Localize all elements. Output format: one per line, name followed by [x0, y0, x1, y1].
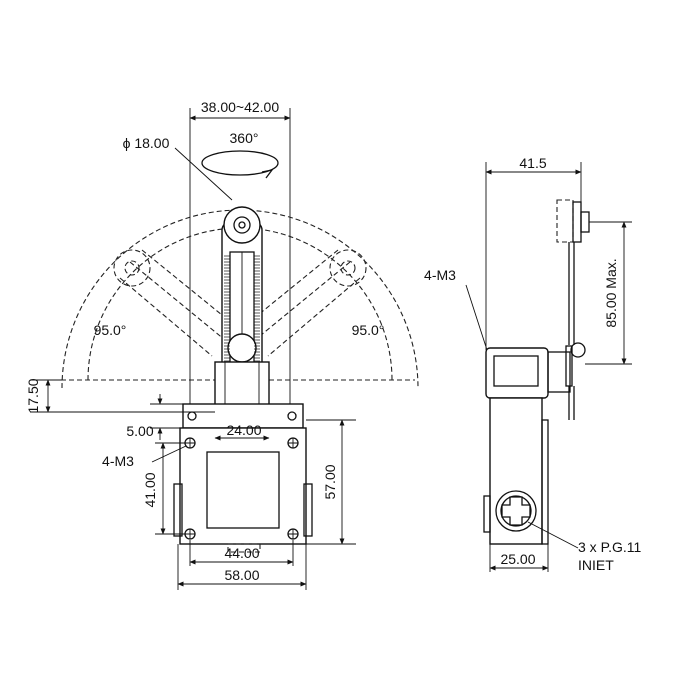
label-hole-spacing: 44.00: [224, 545, 259, 561]
switch-window: [206, 451, 280, 529]
lever-arm: [221, 206, 263, 403]
cable-gland: [495, 490, 537, 532]
label-roller-diameter: ϕ 18.00: [123, 135, 170, 151]
label-screw-side: 4-M3: [424, 267, 456, 283]
front-view: 38.00~42.00 360° ϕ 18.00 95.0° 95.0° 17.…: [25, 99, 419, 590]
mounting-flange: [182, 403, 304, 429]
label-body-width: 58.00: [224, 567, 259, 583]
side-view: 41.5 85.00 Max. 4-M3: [424, 155, 641, 573]
roller-ghost: [556, 199, 574, 243]
right-lever-ghost: [241, 249, 367, 357]
label-hole-height: 41.00: [142, 472, 158, 507]
rotation-arrow: [201, 150, 279, 176]
label-swing-left: 95.0°: [94, 322, 127, 338]
diameter-leader: [174, 147, 233, 201]
screw-hole-tl: [184, 437, 196, 449]
label-body-height: 57.00: [322, 464, 338, 499]
switch-body: [179, 427, 307, 545]
screw-hole-bl: [184, 528, 196, 540]
conduit-leader: [527, 521, 579, 549]
label-body-depth: 25.00: [500, 551, 535, 567]
swing-arc-outer: [61, 209, 419, 389]
swing-arc-inner: [87, 227, 393, 381]
label-conduit: 3 x P.G.11: [578, 539, 642, 555]
label-swing-right: 95.0°: [352, 322, 385, 338]
label-rotation: 360°: [230, 130, 259, 146]
side-body: [489, 397, 543, 545]
screw-hole-br: [287, 528, 299, 540]
screw-leader-side: [465, 284, 488, 351]
label-base-offset: 5.00: [126, 423, 153, 439]
label-stroke-max: 85.00 Max.: [603, 258, 619, 327]
screw-hole-tr: [287, 437, 299, 449]
label-lever-offset: 17.50: [25, 378, 41, 413]
label-screw-front: 4-M3: [102, 453, 134, 469]
screw-leader: [151, 445, 187, 463]
label-lever-reach: 41.5: [519, 155, 546, 171]
label-inlet: INIET: [578, 557, 614, 573]
left-lever-ghost: [113, 249, 239, 357]
label-rod-width: 38.00~42.00: [201, 99, 279, 115]
label-flange-width: 24.00: [226, 422, 261, 438]
